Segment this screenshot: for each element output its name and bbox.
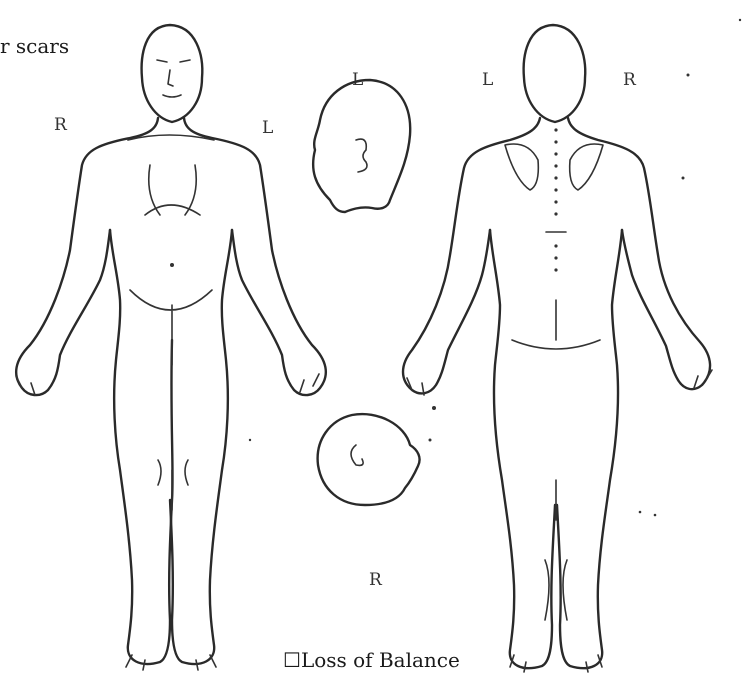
head-profile-bottom [318,414,420,505]
back-body-figure [403,25,712,672]
loss-of-balance-checkbox-row[interactable]: ☐Loss of Balance [283,648,460,672]
loss-of-balance-label: Loss of Balance [301,648,460,672]
spine-dots [554,128,557,271]
front-body-figure [16,25,326,670]
checkbox-icon[interactable]: ☐ [283,648,301,672]
head-profile-top [313,80,410,212]
